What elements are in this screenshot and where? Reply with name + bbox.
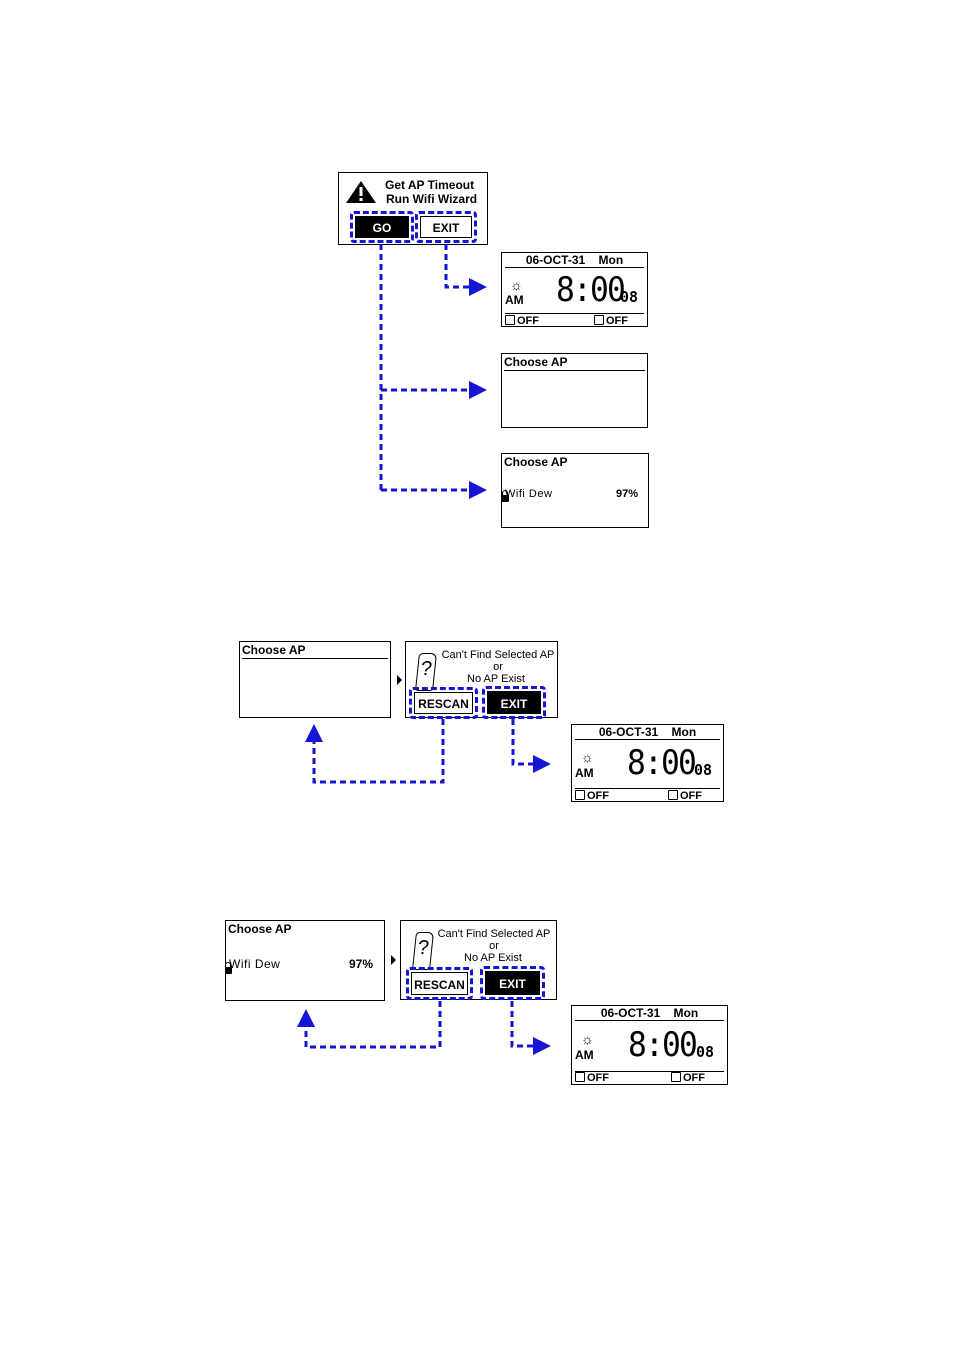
ap-name: Customer: [505, 472, 557, 484]
ap-signal: 97%: [348, 957, 373, 971]
ap-list-item[interactable]: Wifi Dew 97%: [226, 956, 384, 974]
go-button-label: GO: [355, 216, 409, 238]
exit-button[interactable]: EXIT: [480, 966, 545, 1000]
not-found-line-3: No AP Exist: [467, 673, 525, 685]
alarm-1-status: OFF: [587, 1072, 609, 1084]
alarm-clock-icon: [505, 315, 515, 325]
sun-icon: ☼: [581, 1031, 594, 1047]
alarm-2-status: OFF: [683, 1072, 705, 1084]
ap-name: Wifi Dew: [229, 957, 281, 971]
divider: [575, 1020, 724, 1021]
clock-time: 8:00: [627, 743, 697, 783]
choose-ap-title: Choose AP: [228, 922, 292, 936]
alarm-2: OFF: [594, 315, 628, 327]
lock-icon: [502, 490, 509, 502]
ap-list-item[interactable]: Wifi Dew 97%: [502, 487, 648, 502]
clock-seconds: 08: [620, 288, 639, 306]
divider: [575, 739, 720, 740]
ap-signal: 100%: [595, 472, 626, 484]
sun-icon: ☼: [510, 277, 523, 293]
divider: [575, 1071, 724, 1072]
alarm-2: OFF: [668, 790, 702, 802]
ap-signal: 97%: [615, 488, 638, 500]
rescan-back-connector: [305, 719, 445, 784]
clock-ampm: AM: [505, 293, 524, 307]
not-found-line-2: or: [489, 940, 499, 952]
clock-screen: 06-OCT-31 Mon ☼ AM 8:00 08 OFF OFF: [571, 1005, 728, 1085]
ap-name: Wifi Dew: [505, 488, 553, 500]
timeout-line-2: Run Wifi Wizard: [386, 192, 478, 206]
sun-icon: ☼: [581, 749, 594, 765]
arrow-right-icon: [397, 675, 402, 685]
clock-day: Mon: [673, 1006, 699, 1020]
clock-date-row: 06-OCT-31 Mon: [572, 725, 723, 739]
ap-name: Customer: [229, 939, 286, 953]
divider: [242, 658, 388, 659]
rescan-button[interactable]: RESCAN: [406, 967, 473, 1000]
clock-ampm: AM: [575, 766, 594, 780]
alarm-2-status: OFF: [606, 315, 628, 327]
not-found-line-2: or: [493, 661, 503, 673]
not-found-line-3: No AP Exist: [464, 952, 522, 964]
clock-date-row: 06-OCT-31 Mon: [572, 1006, 727, 1020]
alarm-1: OFF: [505, 315, 539, 327]
choose-ap-title: Choose AP: [504, 355, 568, 369]
alarm-clock-icon: [671, 1072, 681, 1082]
exit-button-label: EXIT: [485, 971, 540, 995]
exit-to-clock-connector: [510, 1001, 551, 1055]
choose-ap-title: Choose AP: [242, 643, 306, 657]
alarm-2: OFF: [671, 1072, 705, 1084]
alarm-clock-icon: [575, 1072, 585, 1082]
choose-ap-list-screen: Choose AP Customer 100% Wifi Dew 97%: [225, 920, 385, 1001]
clock-time: 8:00: [556, 270, 626, 310]
alarm-clock-icon: [668, 790, 678, 800]
divider: [505, 267, 644, 268]
alarm-1-status: OFF: [587, 790, 609, 802]
clock-screen: 06-OCT-31 Mon ☼ AM 8:00 08 OFF OFF: [501, 252, 648, 327]
exit-button-label: EXIT: [487, 691, 541, 714]
rescan-button-label: RESCAN: [411, 972, 468, 995]
choose-ap-list-screen: Choose AP Customer 100% Wifi Dew 97%: [501, 453, 649, 528]
clock-time: 8:00: [628, 1025, 698, 1065]
clock-day: Mon: [598, 253, 624, 267]
clock-date-row: 06-OCT-31 Mon: [502, 253, 647, 267]
alarm-2-status: OFF: [680, 790, 702, 802]
divider: [505, 313, 644, 314]
rescan-back-connector: [297, 1001, 442, 1049]
exit-button[interactable]: EXIT: [482, 686, 546, 719]
lock-icon: [226, 962, 232, 974]
choose-ap-empty-screen: Choose AP: [239, 641, 391, 718]
alarm-1: OFF: [575, 1072, 609, 1084]
arrow-right-icon: [391, 955, 396, 965]
clock-screen: 06-OCT-31 Mon ☼ AM 8:00 08 OFF OFF: [571, 724, 724, 802]
clock-day: Mon: [671, 725, 697, 739]
divider: [575, 788, 720, 789]
alarm-clock-icon: [594, 315, 604, 325]
clock-date: 06-OCT-31: [525, 253, 586, 267]
clock-date: 06-OCT-31: [600, 1006, 661, 1020]
clock-ampm: AM: [575, 1048, 594, 1062]
exit-button[interactable]: EXIT: [415, 211, 477, 243]
exit-button-label: EXIT: [420, 216, 472, 238]
not-found-line-1: Can't Find Selected AP: [441, 649, 555, 661]
exit-to-clock-connector: [444, 244, 487, 296]
choose-ap-empty-screen: Choose AP: [501, 353, 648, 428]
warning-icon: [346, 181, 376, 203]
divider: [504, 370, 645, 371]
rescan-button[interactable]: RESCAN: [409, 687, 478, 719]
rescan-button-label: RESCAN: [414, 692, 473, 714]
choose-ap-title: Choose AP: [504, 455, 568, 469]
alarm-1-status: OFF: [517, 315, 539, 327]
timeout-line-1: Get AP Timeout: [385, 178, 475, 192]
exit-to-clock-connector: [511, 719, 551, 773]
alarm-clock-icon: [575, 790, 585, 800]
not-found-line-1: Can't Find Selected AP: [437, 928, 551, 940]
clock-seconds: 08: [696, 1043, 715, 1061]
ap-signal: 100%: [329, 939, 362, 953]
alarm-1: OFF: [575, 790, 609, 802]
go-button[interactable]: GO: [350, 211, 414, 243]
clock-date: 06-OCT-31: [598, 725, 659, 739]
clock-seconds: 08: [694, 761, 713, 779]
